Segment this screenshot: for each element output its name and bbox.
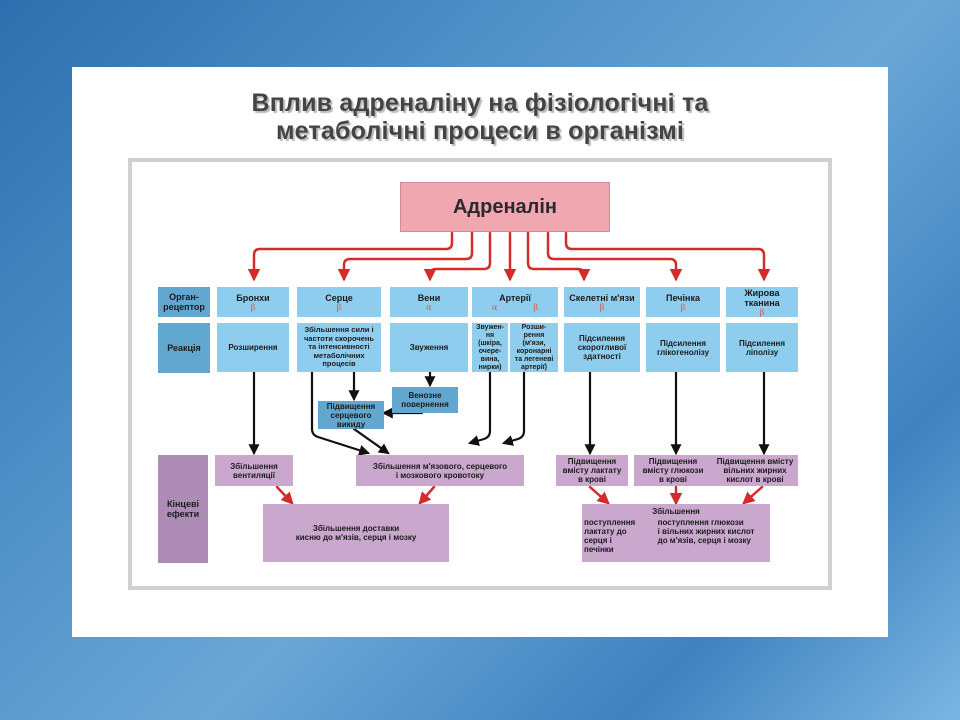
organ-veins-name: Вени	[417, 292, 441, 303]
arrow-ventilation-to-oxygen	[275, 485, 294, 505]
diagram: Адреналін Орган- рецептор Реакція Кінцев…	[72, 67, 888, 637]
organ-fat-receptor: β	[759, 307, 765, 317]
organ-heart-name: Серце	[325, 292, 353, 303]
arrow-to-heart	[337, 231, 474, 282]
reaction-heart-text: Збільшення сили і частоти скорочень та і…	[303, 325, 375, 369]
effect-oxygen-delivery-text: Збільшення доставки кисню до м'язів, сер…	[295, 524, 417, 542]
adrenaline-box: Адреналін	[400, 182, 610, 232]
organ-muscle-name: Скелетні м'язи	[569, 292, 635, 303]
organ-veins-receptor: α	[426, 302, 432, 312]
effect-blood-flow: Збільшення м'язового, серцевого і мозков…	[356, 455, 524, 486]
organ-bronchi-name: Бронхи	[236, 292, 270, 303]
effect-lactate-text: Підвищення вмісту лактату в крові	[562, 457, 622, 484]
reaction-liver-text: Підсилення глікогенолізу	[656, 338, 710, 357]
effect-supply-title: Збільшення	[652, 507, 700, 516]
effect-supply-lactate: поступлення лактату до серця і печінки	[584, 518, 636, 554]
organ-arteries: Артерії α β	[472, 287, 558, 317]
reaction-liver: Підсилення глікогенолізу	[646, 323, 720, 372]
venous-return-text: Венозне повернення	[401, 391, 449, 409]
cardiac-output-box: Підвищення серцевого викиду	[318, 401, 384, 429]
organ-arteries-receptors: α β	[474, 303, 556, 312]
organ-muscle-receptor: β	[599, 302, 605, 312]
reaction-muscle: Підсилення скоротливої здатності	[564, 323, 640, 372]
arrow-to-muscle	[526, 231, 591, 282]
organ-arteries-name: Артерії	[499, 292, 531, 303]
organ-heart: Серце β	[297, 287, 381, 317]
reaction-muscle-text: Підсилення скоротливої здатності	[577, 334, 627, 361]
effect-supply: Збільшення поступлення лактату до серця …	[582, 504, 770, 562]
row-label-reaction-text: Реакція	[167, 343, 201, 353]
row-label-effects-text: Кінцеві ефекти	[166, 499, 200, 519]
adrenaline-label: Адреналін	[452, 196, 558, 218]
organ-liver: Печінка β	[646, 287, 720, 317]
effect-supply-columns: поступлення лактату до серця і печінки п…	[584, 518, 768, 554]
organ-fat-name: Жирова тканина	[744, 287, 780, 308]
arrow-heart-to-bloodflow	[310, 370, 371, 456]
arrow-to-fat	[564, 231, 771, 282]
title-line-1: Вплив адреналіну на фізіологічні та	[251, 89, 709, 117]
organ-veins: Вени α	[390, 287, 468, 317]
organ-fat: Жирова тканина β	[726, 287, 798, 317]
effect-lactate: Підвищення вмісту лактату в крові	[556, 455, 628, 486]
reaction-veins-text: Звуження	[409, 343, 449, 352]
effect-glucose: Підвищення вмісту глюкози в крові	[634, 455, 712, 486]
organ-muscle: Скелетні м'язи β	[564, 287, 640, 317]
organ-liver-name: Печінка	[666, 292, 700, 303]
reaction-arteries-constriction: Звужен- ня (шкіра, очере- вина, нирки)	[472, 323, 508, 372]
row-label-organ-text: Орган- рецептор	[163, 292, 205, 312]
effect-oxygen-delivery: Збільшення доставки кисню до м'язів, сер…	[263, 504, 449, 562]
organ-bronchi: Бронхи β	[217, 287, 289, 317]
organ-arteries-receptor-beta: β	[533, 302, 538, 312]
reaction-bronchi: Розширення	[217, 323, 289, 372]
title-line-2: метаболічні процеси в організмі	[275, 117, 685, 145]
arrow-to-bronchi	[247, 231, 454, 282]
effect-supply-glucose: поступлення глюкози і вільних жирних кис…	[657, 518, 755, 545]
effect-glucose-text: Підвищення вмісту глюкози в крові	[642, 457, 704, 484]
organ-arteries-receptor-alpha: α	[491, 302, 498, 312]
reaction-fat: Підсилення ліполізу	[726, 323, 798, 372]
arrow-lactate-to-supply	[588, 485, 610, 505]
arrow-bloodflow-to-oxygen	[418, 485, 436, 505]
row-label-effects: Кінцеві ефекти	[158, 455, 208, 563]
reaction-arteries-dilation-text: Розши- рення (м'язи, коронарні та легене…	[514, 323, 554, 371]
row-label-reaction: Реакція	[158, 323, 210, 373]
effect-blood-flow-text: Збільшення м'язового, серцевого і мозков…	[372, 461, 508, 480]
organ-bronchi-receptor: β	[250, 302, 256, 312]
effect-fatty-acids: Підвищення вмісту вільних жирних кислот …	[712, 455, 798, 486]
effect-ventilation: Збільшення вентиляції	[215, 455, 293, 486]
arrow-to-liver	[546, 231, 683, 282]
effect-fatty-acids-text: Підвищення вмісту вільних жирних кислот …	[716, 457, 794, 484]
venous-return-box: Венозне повернення	[392, 387, 458, 413]
arrows-layer	[247, 231, 771, 506]
reaction-arteries-dilation: Розши- рення (м'язи, коронарні та легене…	[510, 323, 558, 372]
arrow-output-to-bloodflow	[352, 427, 390, 455]
reaction-arteries-constriction-text: Звужен- ня (шкіра, очере- вина, нирки)	[476, 323, 504, 371]
arrow-to-veins	[423, 231, 492, 282]
arrow-fatty-to-supply	[742, 485, 764, 505]
arrow-arteries-a-to-bloodflow	[467, 370, 492, 446]
reaction-fat-text: Підсилення ліполізу	[738, 338, 786, 357]
organ-heart-receptor: β	[336, 302, 342, 312]
reaction-bronchi-text: Розширення	[228, 343, 278, 352]
effect-ventilation-text: Збільшення вентиляції	[230, 461, 278, 480]
organ-liver-receptor: β	[680, 302, 686, 312]
cardiac-output-text: Підвищення серцевого викиду	[326, 401, 376, 429]
reaction-heart: Збільшення сили і частоти скорочень та і…	[297, 323, 381, 372]
reaction-veins: Звуження	[390, 323, 468, 372]
arrow-arteries-b-to-bloodflow	[501, 370, 526, 446]
row-label-organ: Орган- рецептор	[158, 287, 210, 317]
slide: Вплив адреналіну на фізіологічні та мета…	[72, 67, 888, 637]
